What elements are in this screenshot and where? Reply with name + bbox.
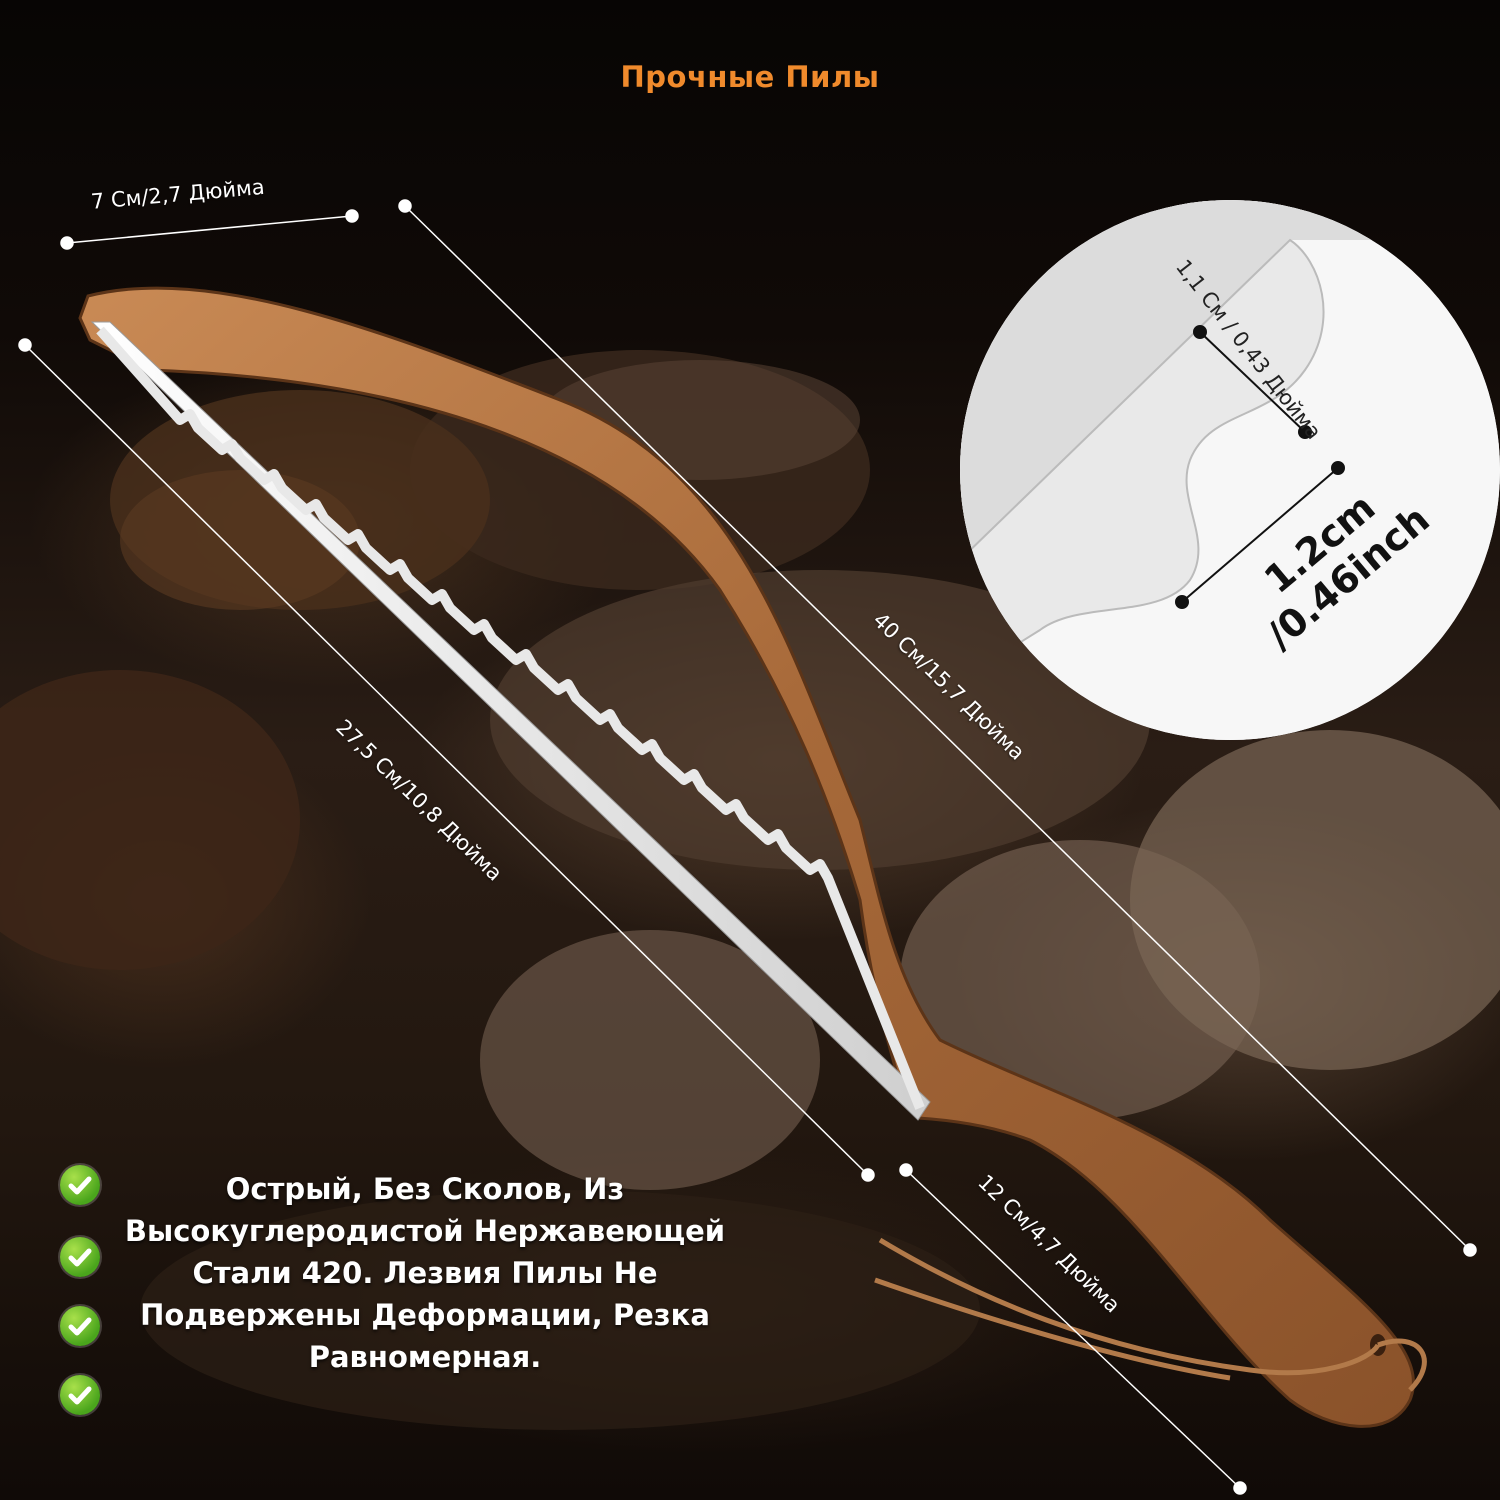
zoom-blade-detail: [960, 200, 1500, 740]
check-circle-icon: [60, 1165, 100, 1205]
saw-frame: [78, 286, 1415, 1428]
check-circle-icon: [60, 1375, 100, 1415]
blade-zoom-inset: 1,1 См / 0,43 Дюйма 1.2cm /0.46inch: [960, 200, 1500, 740]
page-title: Прочные Пилы: [620, 60, 880, 94]
check-circle-icon: [60, 1306, 100, 1346]
saw-blade: [90, 321, 931, 1121]
feature-description: Острый, Без Сколов, Из Высокуглеродистой…: [124, 1172, 726, 1374]
check-circle-icon: [60, 1237, 100, 1277]
